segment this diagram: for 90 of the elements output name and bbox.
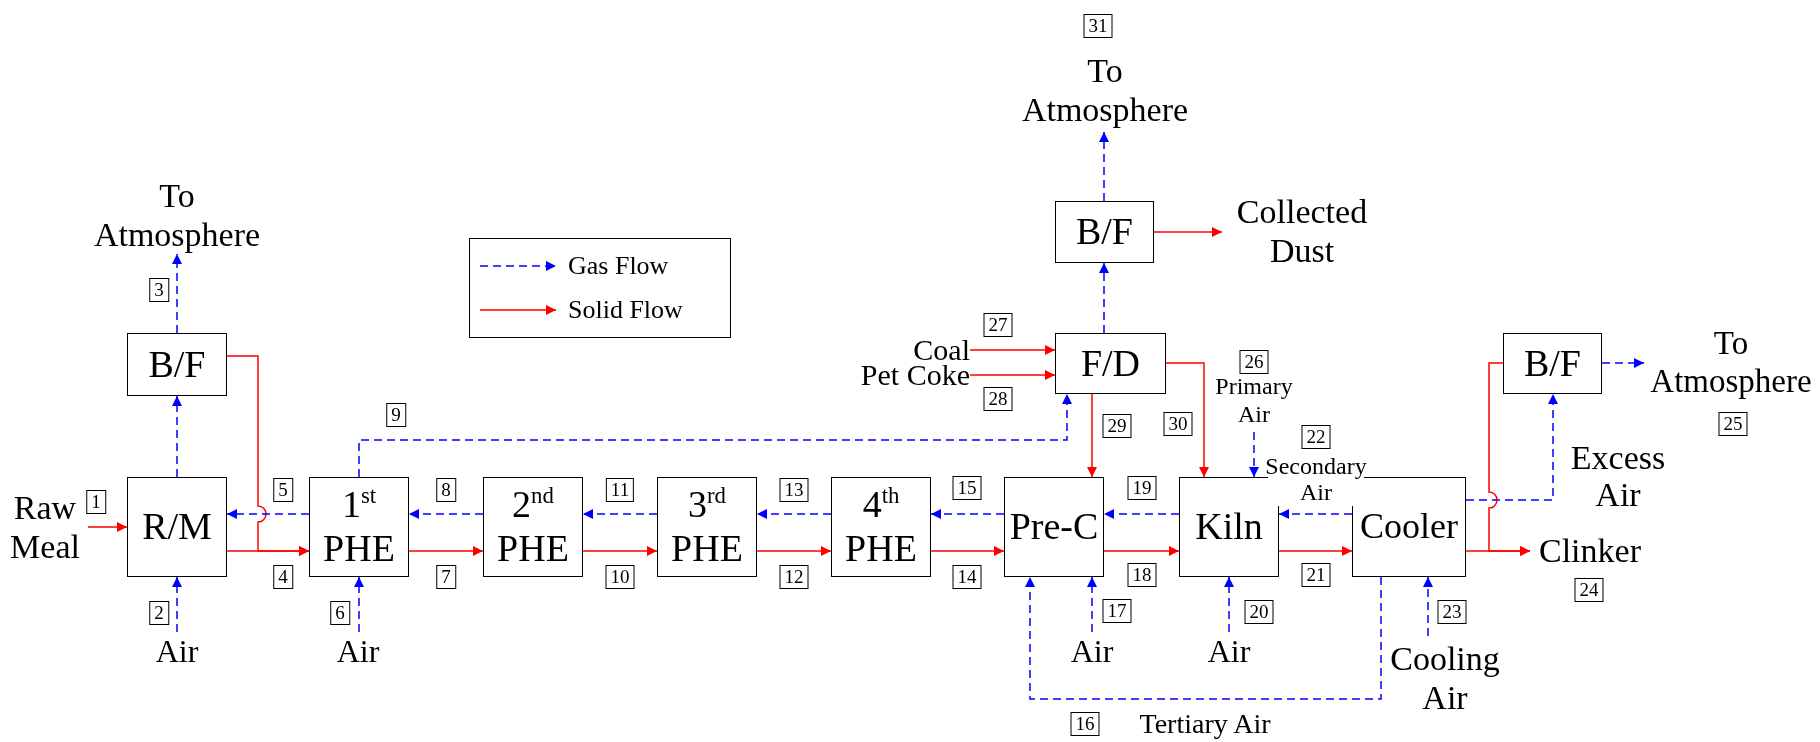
process-box: B/F bbox=[1055, 201, 1154, 263]
stream-label: To Atmosphere bbox=[1644, 318, 1818, 408]
stream-number: 7 bbox=[436, 565, 456, 589]
process-box: B/F bbox=[1503, 333, 1602, 394]
flow-arrow bbox=[226, 509, 310, 519]
flow-arrow bbox=[408, 546, 484, 556]
stream-number: 1 bbox=[86, 490, 106, 514]
flow-arrow bbox=[1601, 358, 1645, 368]
stream-number: 21 bbox=[1301, 563, 1331, 587]
stream-number: 4 bbox=[273, 565, 293, 589]
stream-number: 10 bbox=[605, 565, 635, 589]
stream-label: Clinker bbox=[1530, 531, 1650, 571]
stream-number: 28 bbox=[983, 387, 1013, 411]
flow-arrow bbox=[1099, 262, 1109, 334]
flow-arrow bbox=[172, 576, 182, 633]
process-box: 1$^{st}$ PHE bbox=[309, 477, 409, 577]
flow-arrow bbox=[582, 546, 658, 556]
flow-arrow bbox=[1153, 227, 1223, 237]
flow-arrow bbox=[1099, 131, 1109, 202]
stream-number: 9 bbox=[386, 403, 406, 427]
stream-number: 15 bbox=[952, 476, 982, 500]
flow-arrow bbox=[930, 546, 1005, 556]
stream-number: 5 bbox=[273, 478, 293, 502]
stream-label: Air bbox=[150, 632, 204, 670]
flow-arrow bbox=[1278, 546, 1353, 556]
stream-number: 18 bbox=[1127, 563, 1157, 587]
flow-arrow bbox=[756, 509, 832, 519]
process-box: Pre-C bbox=[1004, 477, 1104, 577]
stream-label: Air bbox=[331, 632, 385, 670]
flow-arrow bbox=[756, 546, 832, 556]
process-box: F/D bbox=[1055, 333, 1166, 394]
flow-arrow bbox=[969, 370, 1056, 380]
stream-number: 25 bbox=[1718, 412, 1748, 436]
process-box: 3$^{rd}$ PHE bbox=[657, 477, 757, 577]
flow-arrow bbox=[1488, 362, 1531, 556]
stream-number: 27 bbox=[983, 313, 1013, 337]
stream-number: 17 bbox=[1102, 599, 1132, 623]
flow-arrow bbox=[1423, 576, 1433, 637]
stream-number: 13 bbox=[779, 478, 809, 502]
legend-label: Gas Flow bbox=[568, 251, 669, 281]
flow-arrow bbox=[582, 509, 658, 519]
stream-number: 23 bbox=[1437, 600, 1467, 624]
process-box: 2$^{nd}$ PHE bbox=[483, 477, 583, 577]
stream-label: Air bbox=[1202, 632, 1256, 670]
stream-label: To Atmosphere bbox=[1020, 48, 1190, 132]
stream-label: Air bbox=[1065, 632, 1119, 670]
flow-arrow bbox=[1465, 393, 1558, 501]
flow-arrow bbox=[1165, 362, 1209, 478]
stream-number: 20 bbox=[1244, 600, 1274, 624]
stream-number: 22 bbox=[1301, 425, 1331, 449]
stream-number: 11 bbox=[605, 478, 635, 502]
stream-number: 12 bbox=[779, 565, 809, 589]
stream-number: 30 bbox=[1163, 412, 1193, 436]
process-box: B/F bbox=[127, 333, 227, 396]
flow-arrow bbox=[1087, 576, 1097, 633]
flow-arrow bbox=[87, 522, 128, 532]
flow-arrow bbox=[172, 253, 182, 334]
stream-label: To Atmosphere bbox=[92, 176, 262, 254]
flow-arrow bbox=[1087, 393, 1097, 478]
stream-number: 29 bbox=[1102, 414, 1132, 438]
flow-arrow bbox=[1224, 576, 1234, 633]
process-box: 4$^{th}$ PHE bbox=[831, 477, 931, 577]
stream-number: 16 bbox=[1070, 712, 1100, 736]
flow-arrow bbox=[1278, 509, 1353, 519]
stream-number: 2 bbox=[149, 601, 169, 625]
stream-number: 24 bbox=[1574, 578, 1604, 602]
stream-number: 8 bbox=[436, 478, 456, 502]
legend-label: Solid Flow bbox=[568, 295, 683, 325]
flow-arrow bbox=[1103, 546, 1180, 556]
stream-label: Cooling Air bbox=[1380, 636, 1510, 720]
flow-arrow bbox=[1249, 431, 1259, 478]
flow-arrow bbox=[358, 393, 1072, 478]
flow-arrow bbox=[1103, 509, 1180, 519]
stream-number: 19 bbox=[1127, 476, 1157, 500]
stream-label: Collected Dust bbox=[1222, 188, 1382, 274]
stream-number: 14 bbox=[952, 565, 982, 589]
stream-number: 6 bbox=[330, 601, 350, 625]
stream-label: Raw Meal bbox=[2, 486, 88, 568]
flow-arrow bbox=[1025, 576, 1382, 700]
flow-arrow bbox=[930, 509, 1005, 519]
stream-number: 3 bbox=[149, 278, 169, 302]
flow-arrow bbox=[969, 345, 1056, 355]
flow-arrow bbox=[408, 509, 484, 519]
flow-arrow bbox=[226, 546, 310, 556]
process-box: R/M bbox=[127, 477, 227, 577]
process-box: Kiln bbox=[1179, 477, 1279, 577]
stream-number: 31 bbox=[1083, 14, 1113, 38]
stream-number: 26 bbox=[1239, 350, 1269, 374]
flow-arrow bbox=[354, 576, 364, 633]
flow-arrow bbox=[172, 395, 182, 478]
